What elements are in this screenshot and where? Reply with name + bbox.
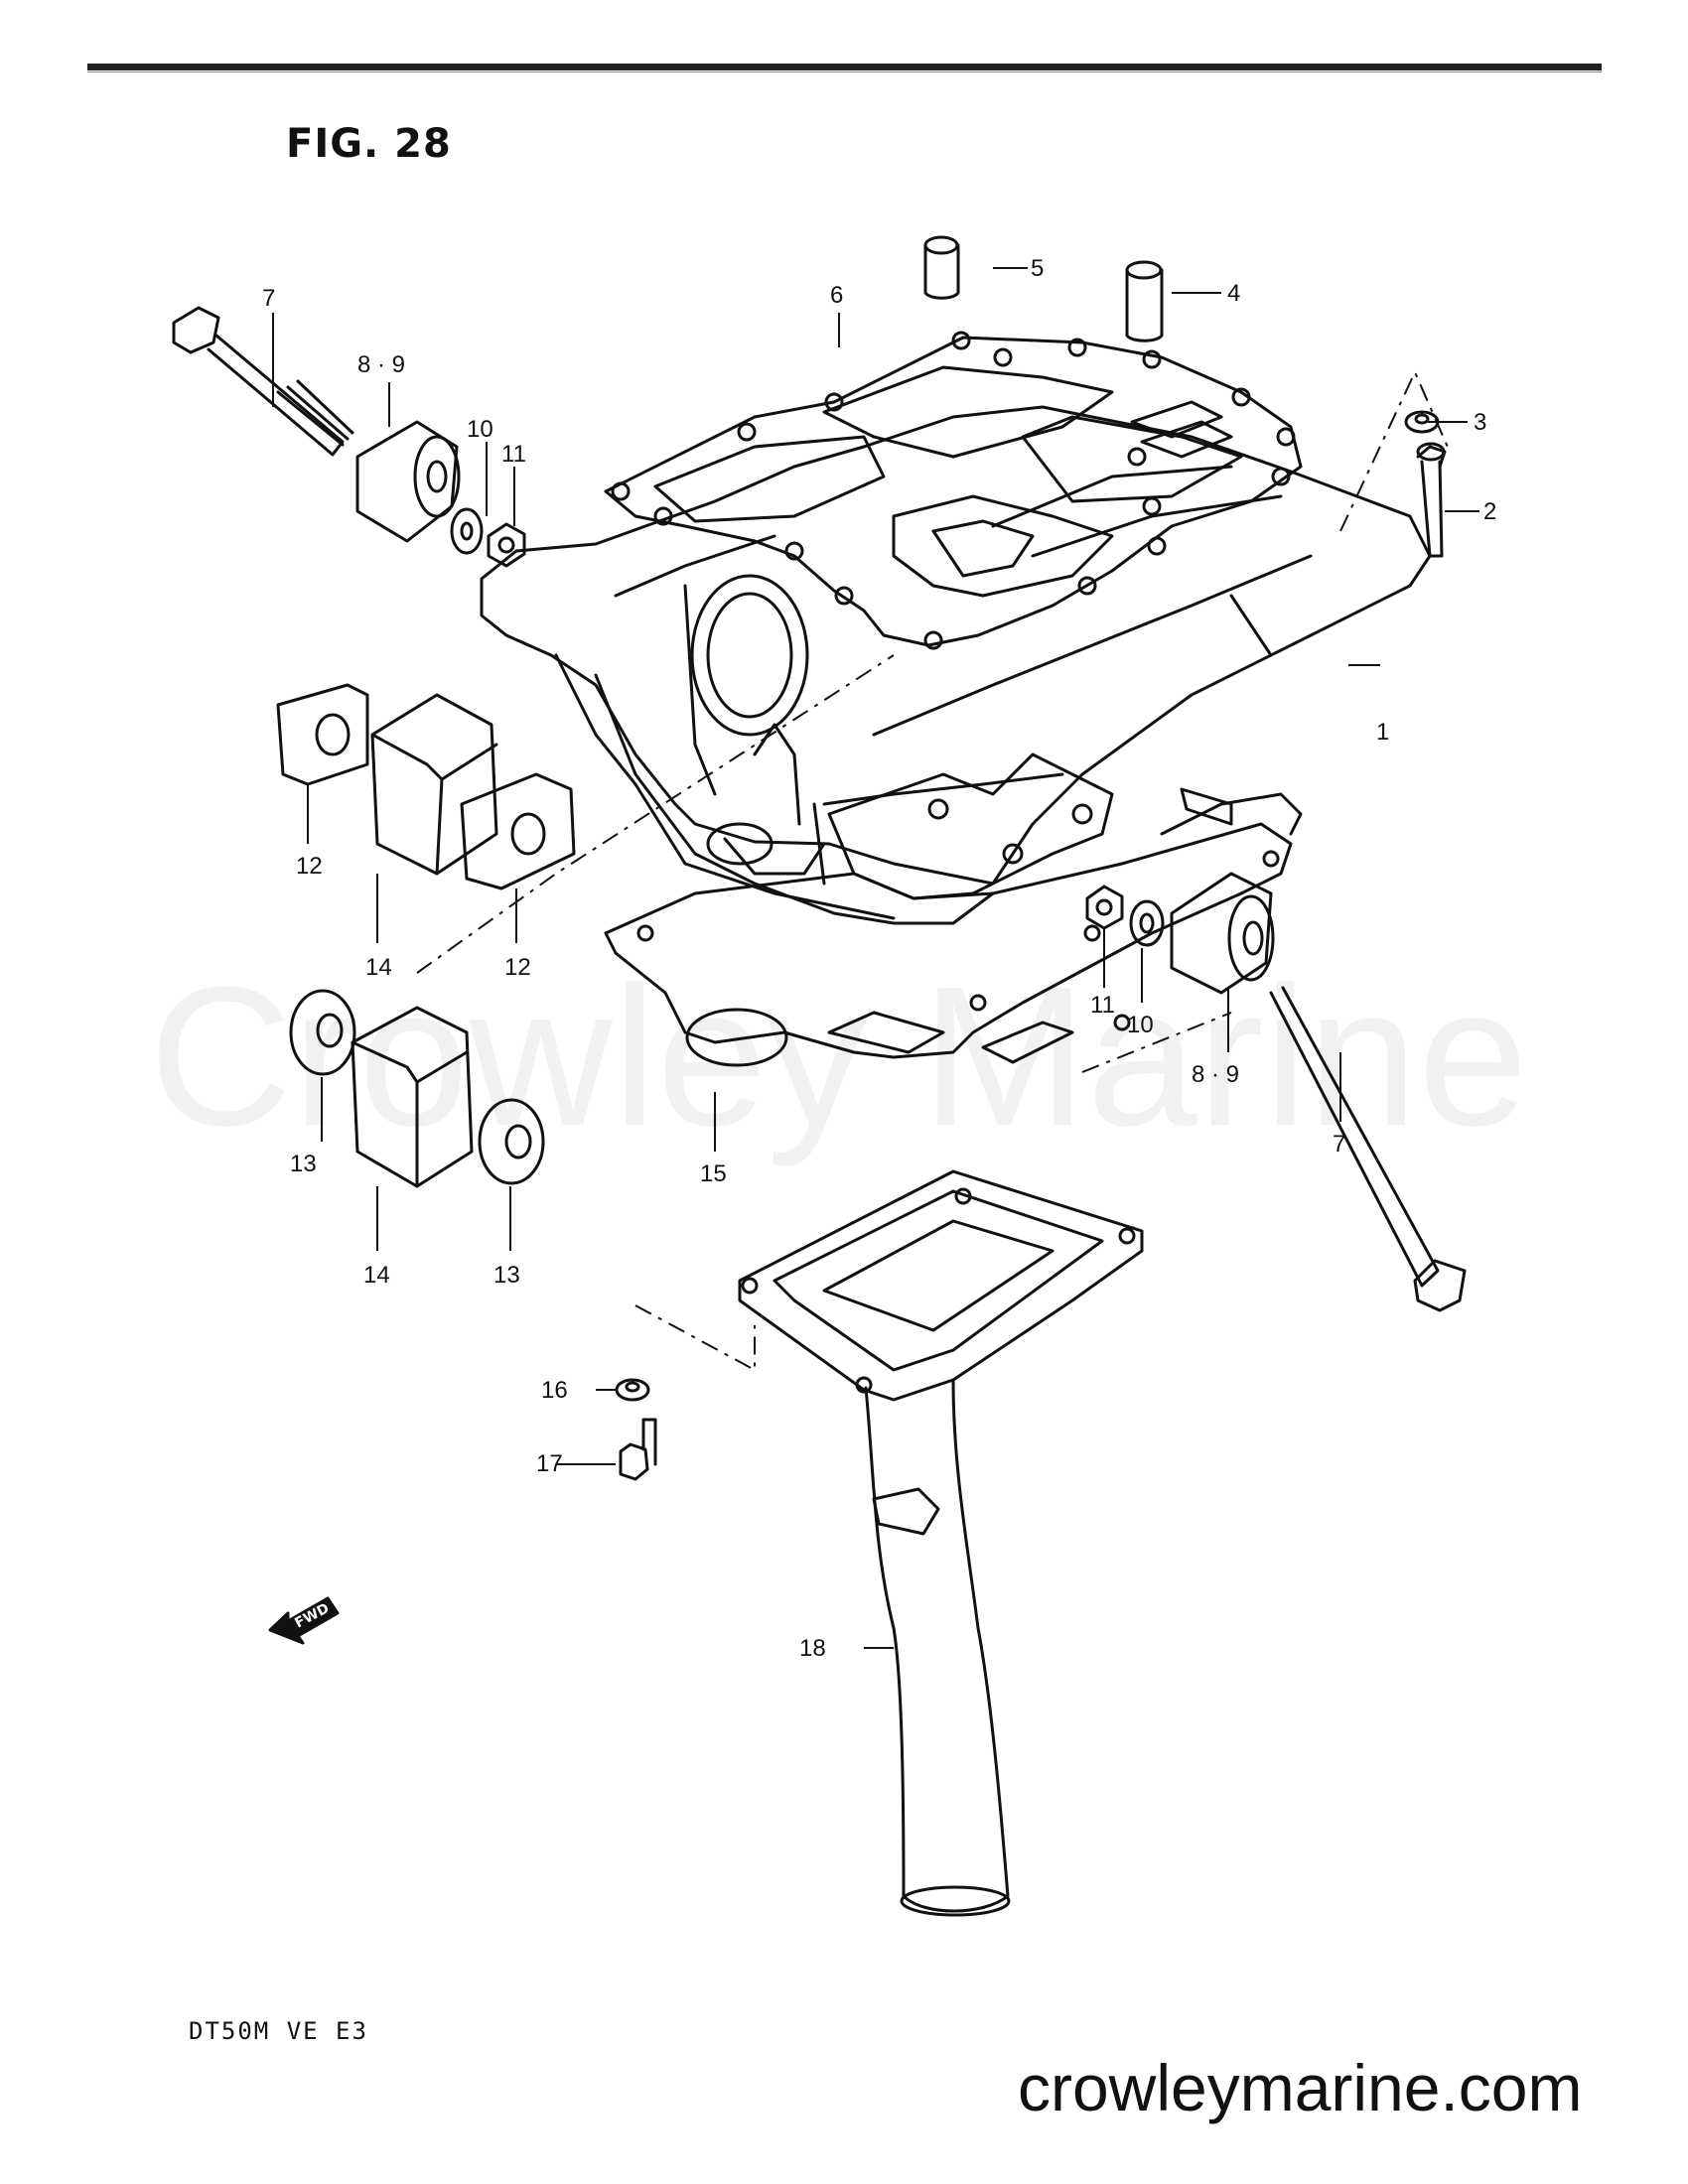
bushing-part-8-9-right (1170, 872, 1275, 995)
label-part-2: 2 (1483, 498, 1496, 525)
label-part-1: 1 (1376, 719, 1389, 746)
label-part-18: 18 (799, 1635, 826, 1662)
label-part-7-top: 7 (262, 285, 275, 312)
dowel-pin-part-4 (1125, 260, 1164, 342)
washer-part-10-right (1129, 899, 1165, 947)
fwd-arrow-icon (268, 1596, 340, 1645)
label-part-10-right: 10 (1127, 1012, 1154, 1038)
rubber-mount-part-14-upper (370, 693, 498, 876)
oil-pan-part-1 (480, 405, 1432, 925)
model-code: DT50M VE E3 (189, 2017, 368, 2045)
watermark: Crowley Marine (149, 946, 1529, 1167)
label-part-8-9-bottom: 8 · 9 (1192, 1061, 1239, 1088)
figure-title: FIG. 28 (286, 121, 452, 167)
label-part-14-lower: 14 (363, 1262, 390, 1289)
label-part-13-upper: 13 (290, 1151, 317, 1177)
bolt-part-7-right (1269, 986, 1467, 1312)
label-part-11-right: 11 (1090, 992, 1115, 1019)
gasket-part-15 (604, 822, 1293, 1067)
label-part-12-left: 12 (296, 853, 323, 880)
website-link[interactable]: crowleymarine.com (1018, 2051, 1583, 2124)
nut-part-11-right (1085, 885, 1124, 930)
label-part-16: 16 (541, 1377, 568, 1404)
label-part-5: 5 (1031, 255, 1044, 282)
washer-part-16 (615, 1378, 650, 1402)
label-part-6: 6 (830, 282, 843, 309)
gasket-part-6 (604, 331, 1303, 650)
label-part-4: 4 (1227, 280, 1240, 307)
bushing-part-8-9-left (355, 420, 461, 543)
bolt-part-17 (619, 1418, 657, 1481)
label-part-15: 15 (700, 1160, 727, 1187)
washer-part-13-upper (289, 989, 356, 1076)
washer-part-13-lower (478, 1098, 545, 1185)
top-rule (87, 64, 1602, 70)
top-rule-thin (87, 71, 1602, 72)
mount-part-12-right (460, 772, 576, 890)
mount-part-12-left (276, 683, 369, 786)
label-part-8-9-top: 8 · 9 (357, 351, 405, 378)
label-part-3: 3 (1474, 409, 1486, 436)
washer-part-10-left (450, 507, 484, 555)
label-part-10-top: 10 (467, 416, 493, 443)
label-part-11-top: 11 (501, 441, 526, 468)
label-part-7-bottom: 7 (1333, 1131, 1345, 1158)
label-part-14-upper: 14 (365, 954, 392, 981)
dowel-pin-part-5 (923, 235, 960, 300)
label-part-13-lower: 13 (493, 1262, 520, 1289)
bolt-part-7-left (172, 306, 354, 457)
bolt-part-2 (1416, 442, 1447, 558)
label-part-17: 17 (536, 1450, 563, 1477)
exhaust-tube-part-18 (738, 1169, 1144, 1917)
rubber-mount-part-14-lower (351, 1006, 474, 1188)
label-part-12-right: 12 (504, 954, 531, 981)
nut-part-11-left (487, 522, 526, 568)
